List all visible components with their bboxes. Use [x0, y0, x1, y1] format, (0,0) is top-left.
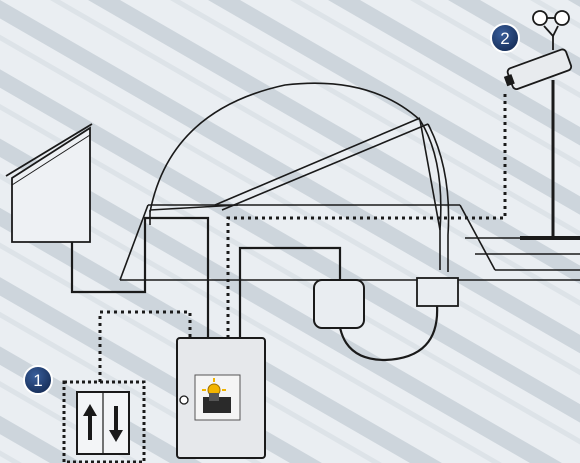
up-arrow-icon: [83, 404, 97, 440]
anemometer-icon: [532, 10, 570, 50]
badge-1: 1: [23, 365, 53, 395]
badge-2-number: 2: [500, 29, 509, 48]
sun-motor-icon: [202, 378, 231, 413]
dome-structure: [149, 82, 450, 272]
badge-1-number: 1: [33, 371, 42, 390]
motor-junction-box: [313, 279, 365, 329]
receiver-box: [416, 277, 459, 307]
up-down-switch: [62, 380, 146, 463]
wiring-dotted: [98, 90, 507, 382]
house-outline: [5, 123, 93, 243]
down-arrow-icon: [109, 406, 123, 442]
ground-platform: [119, 204, 580, 281]
weather-sensor: [503, 10, 573, 238]
control-box: [176, 337, 266, 459]
badge-2: 2: [490, 23, 520, 53]
